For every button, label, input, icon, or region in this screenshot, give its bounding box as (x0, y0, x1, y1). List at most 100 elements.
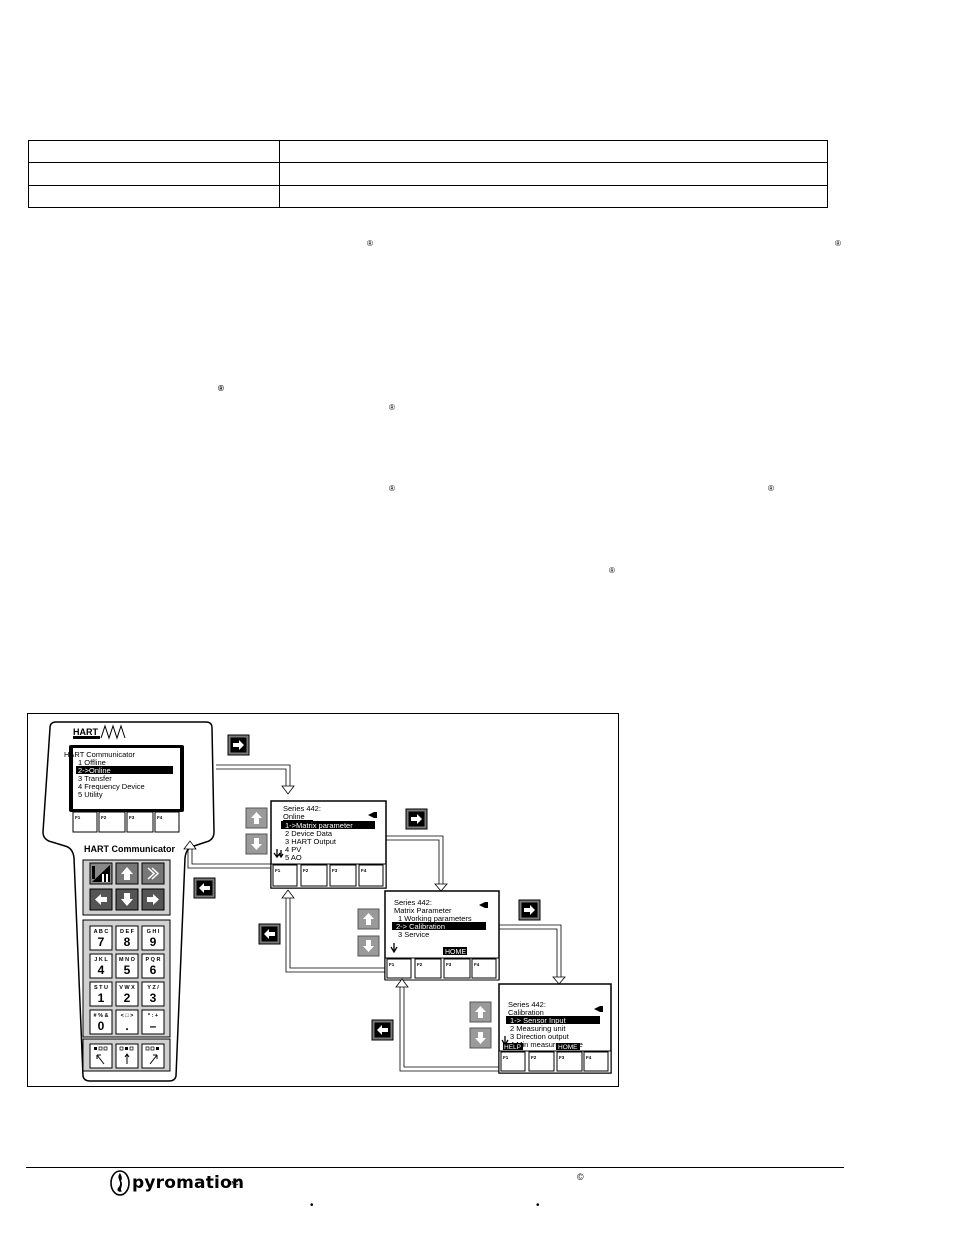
registered-mark: ® (609, 566, 615, 575)
table-cell (279, 184, 828, 209)
menu-item-selected[interactable]: 1->Matrix parameter (285, 821, 353, 830)
menu-item[interactable]: 2 Device Data (285, 829, 333, 838)
f1-key[interactable]: F1 (275, 868, 281, 873)
screen-title: HART Communicator (64, 750, 135, 759)
menu-item[interactable]: 3 HART Output (285, 837, 337, 846)
up-arrow-key-icon (245, 807, 268, 829)
f2-key[interactable]: F2 (101, 815, 107, 820)
keypad-key-digit: 7 (98, 935, 105, 949)
keypad-key[interactable]: G H I9 (141, 925, 165, 951)
shift-right-key[interactable] (141, 1043, 165, 1069)
keypad-key[interactable]: P Q R6 (141, 953, 165, 979)
menu-item[interactable]: 3 Direction output (510, 1032, 570, 1041)
f4-key[interactable]: F4 (361, 868, 367, 873)
menu-item[interactable]: 3 Service (398, 930, 429, 939)
menu-item-selected[interactable]: 1-> Sensor Input (510, 1016, 567, 1025)
keypad-key-digit: 9 (150, 935, 157, 949)
f2-key[interactable]: F2 (531, 1055, 537, 1060)
hart-signal-icon (594, 1006, 603, 1012)
right-arrow-key-icon (227, 734, 250, 756)
keypad-key[interactable]: < □ >. (115, 1009, 139, 1035)
keypad-key[interactable]: * : +– (141, 1009, 165, 1035)
menu-item[interactable]: 4 PV (285, 845, 301, 854)
hart-communicator-device: HART HART Communicator 1 Offline 2->Onli… (42, 721, 215, 1082)
keypad-key-letters: # % & (94, 1013, 109, 1019)
f1-key[interactable]: F1 (503, 1055, 509, 1060)
menu-item-selected[interactable]: 2->Online (78, 766, 111, 775)
menu-item-selected[interactable]: 2-> Calibration (396, 922, 445, 931)
screen-online-line: Series 442: (283, 804, 321, 813)
shift-left-key[interactable] (89, 1043, 113, 1069)
footer-rule (26, 1167, 844, 1168)
f1-key[interactable]: F1 (389, 962, 395, 967)
f3-key[interactable]: F3 (129, 815, 135, 820)
menu-item[interactable]: 3 Transfer (78, 774, 112, 783)
keypad-key[interactable]: A B C7 (89, 925, 113, 951)
scroll-down-icon (390, 943, 398, 954)
home-softkey[interactable]: HOME (558, 1044, 578, 1051)
menu-item[interactable]: 1 Offline (78, 758, 106, 767)
keypad-key-letters: A B C (94, 929, 109, 935)
keypad-key-letters: M N O (119, 957, 136, 963)
menu-item[interactable]: 4 Min measurm range (510, 1040, 583, 1049)
keypad-key[interactable]: V W X2 (115, 981, 139, 1007)
table-row (28, 139, 828, 164)
keypad-key[interactable]: J K L4 (89, 953, 113, 979)
f4-key[interactable]: F4 (474, 962, 480, 967)
copyright-symbol: © (577, 1172, 584, 1182)
menu-item[interactable]: 2 Measuring unit (510, 1024, 566, 1033)
table-cell (28, 139, 280, 164)
keypad-key-letters: * : + (148, 1013, 158, 1019)
alphanumeric-keypad: A B C7D E F8G H I9J K L4M N O5P Q R6S T … (82, 919, 171, 1072)
f4-key[interactable]: F4 (157, 815, 163, 820)
screen-matrix-line: Series 442: (394, 898, 432, 907)
keypad-key-digit: 0 (98, 1019, 105, 1033)
up-arrow-key-icon (469, 1001, 492, 1023)
menu-item[interactable]: 1 Working parameters (398, 914, 472, 923)
down-arrow-key[interactable] (115, 888, 139, 911)
keypad-key[interactable]: S T U1 (89, 981, 113, 1007)
f2-key[interactable]: F2 (417, 962, 423, 967)
menu-item[interactable]: 5 AO (285, 853, 302, 862)
screen-calibration: Series 442: Calibration 1-> Sensor Input… (498, 983, 612, 1074)
help-softkey[interactable]: HELP (504, 1044, 521, 1051)
keypad-key-letters: J K L (94, 957, 108, 963)
menu-item[interactable]: 4 Frequency Device (78, 782, 145, 791)
menu-navigation-figure: HART HART Communicator 1 Offline 2->Onli… (27, 713, 619, 1087)
down-arrow-key-icon (357, 935, 380, 957)
down-arrow-key-icon (469, 1027, 492, 1049)
table-cell (279, 162, 828, 186)
right-arrow-key[interactable] (141, 888, 165, 911)
menu-item[interactable]: 5 Utility (78, 790, 103, 799)
keypad-key[interactable]: Y Z /3 (141, 981, 165, 1007)
f3-key[interactable]: F3 (446, 962, 452, 967)
keypad-key[interactable]: D E F8 (115, 925, 139, 951)
left-arrow-key-icon (258, 923, 281, 945)
f2-key[interactable]: F2 (303, 868, 309, 873)
forward-key[interactable] (141, 862, 165, 885)
keypad-key-digit: . (125, 1019, 128, 1033)
registered-mark: ® (389, 484, 395, 493)
pyromation-flame-icon (110, 1170, 130, 1196)
keypad-key-letters: Y Z / (147, 985, 159, 991)
keypad-key[interactable]: M N O5 (115, 953, 139, 979)
f3-key[interactable]: F3 (332, 868, 338, 873)
registered-mark: ® (835, 239, 841, 248)
table-cell (279, 139, 828, 164)
hart-signal-icon (368, 812, 377, 818)
shift-center-key[interactable] (115, 1043, 139, 1069)
left-arrow-key[interactable] (89, 888, 113, 911)
navigation-keys (82, 859, 171, 916)
left-arrow-key-icon (193, 877, 216, 899)
table-row (28, 184, 828, 209)
table-row (28, 162, 828, 186)
f4-key[interactable]: F4 (586, 1055, 592, 1060)
screen-calibration-line: Calibration (508, 1008, 544, 1017)
keypad-key[interactable]: # % &0 (89, 1009, 113, 1035)
f3-key[interactable]: F3 (559, 1055, 565, 1060)
keypad-key-digit: – (150, 1019, 157, 1033)
up-arrow-key[interactable] (115, 862, 139, 885)
f1-key[interactable]: F1 (75, 815, 81, 820)
communicator-screen: HART Communicator 1 Offline 2->Online 3 … (64, 745, 184, 812)
home-softkey[interactable]: HOME (445, 949, 466, 956)
